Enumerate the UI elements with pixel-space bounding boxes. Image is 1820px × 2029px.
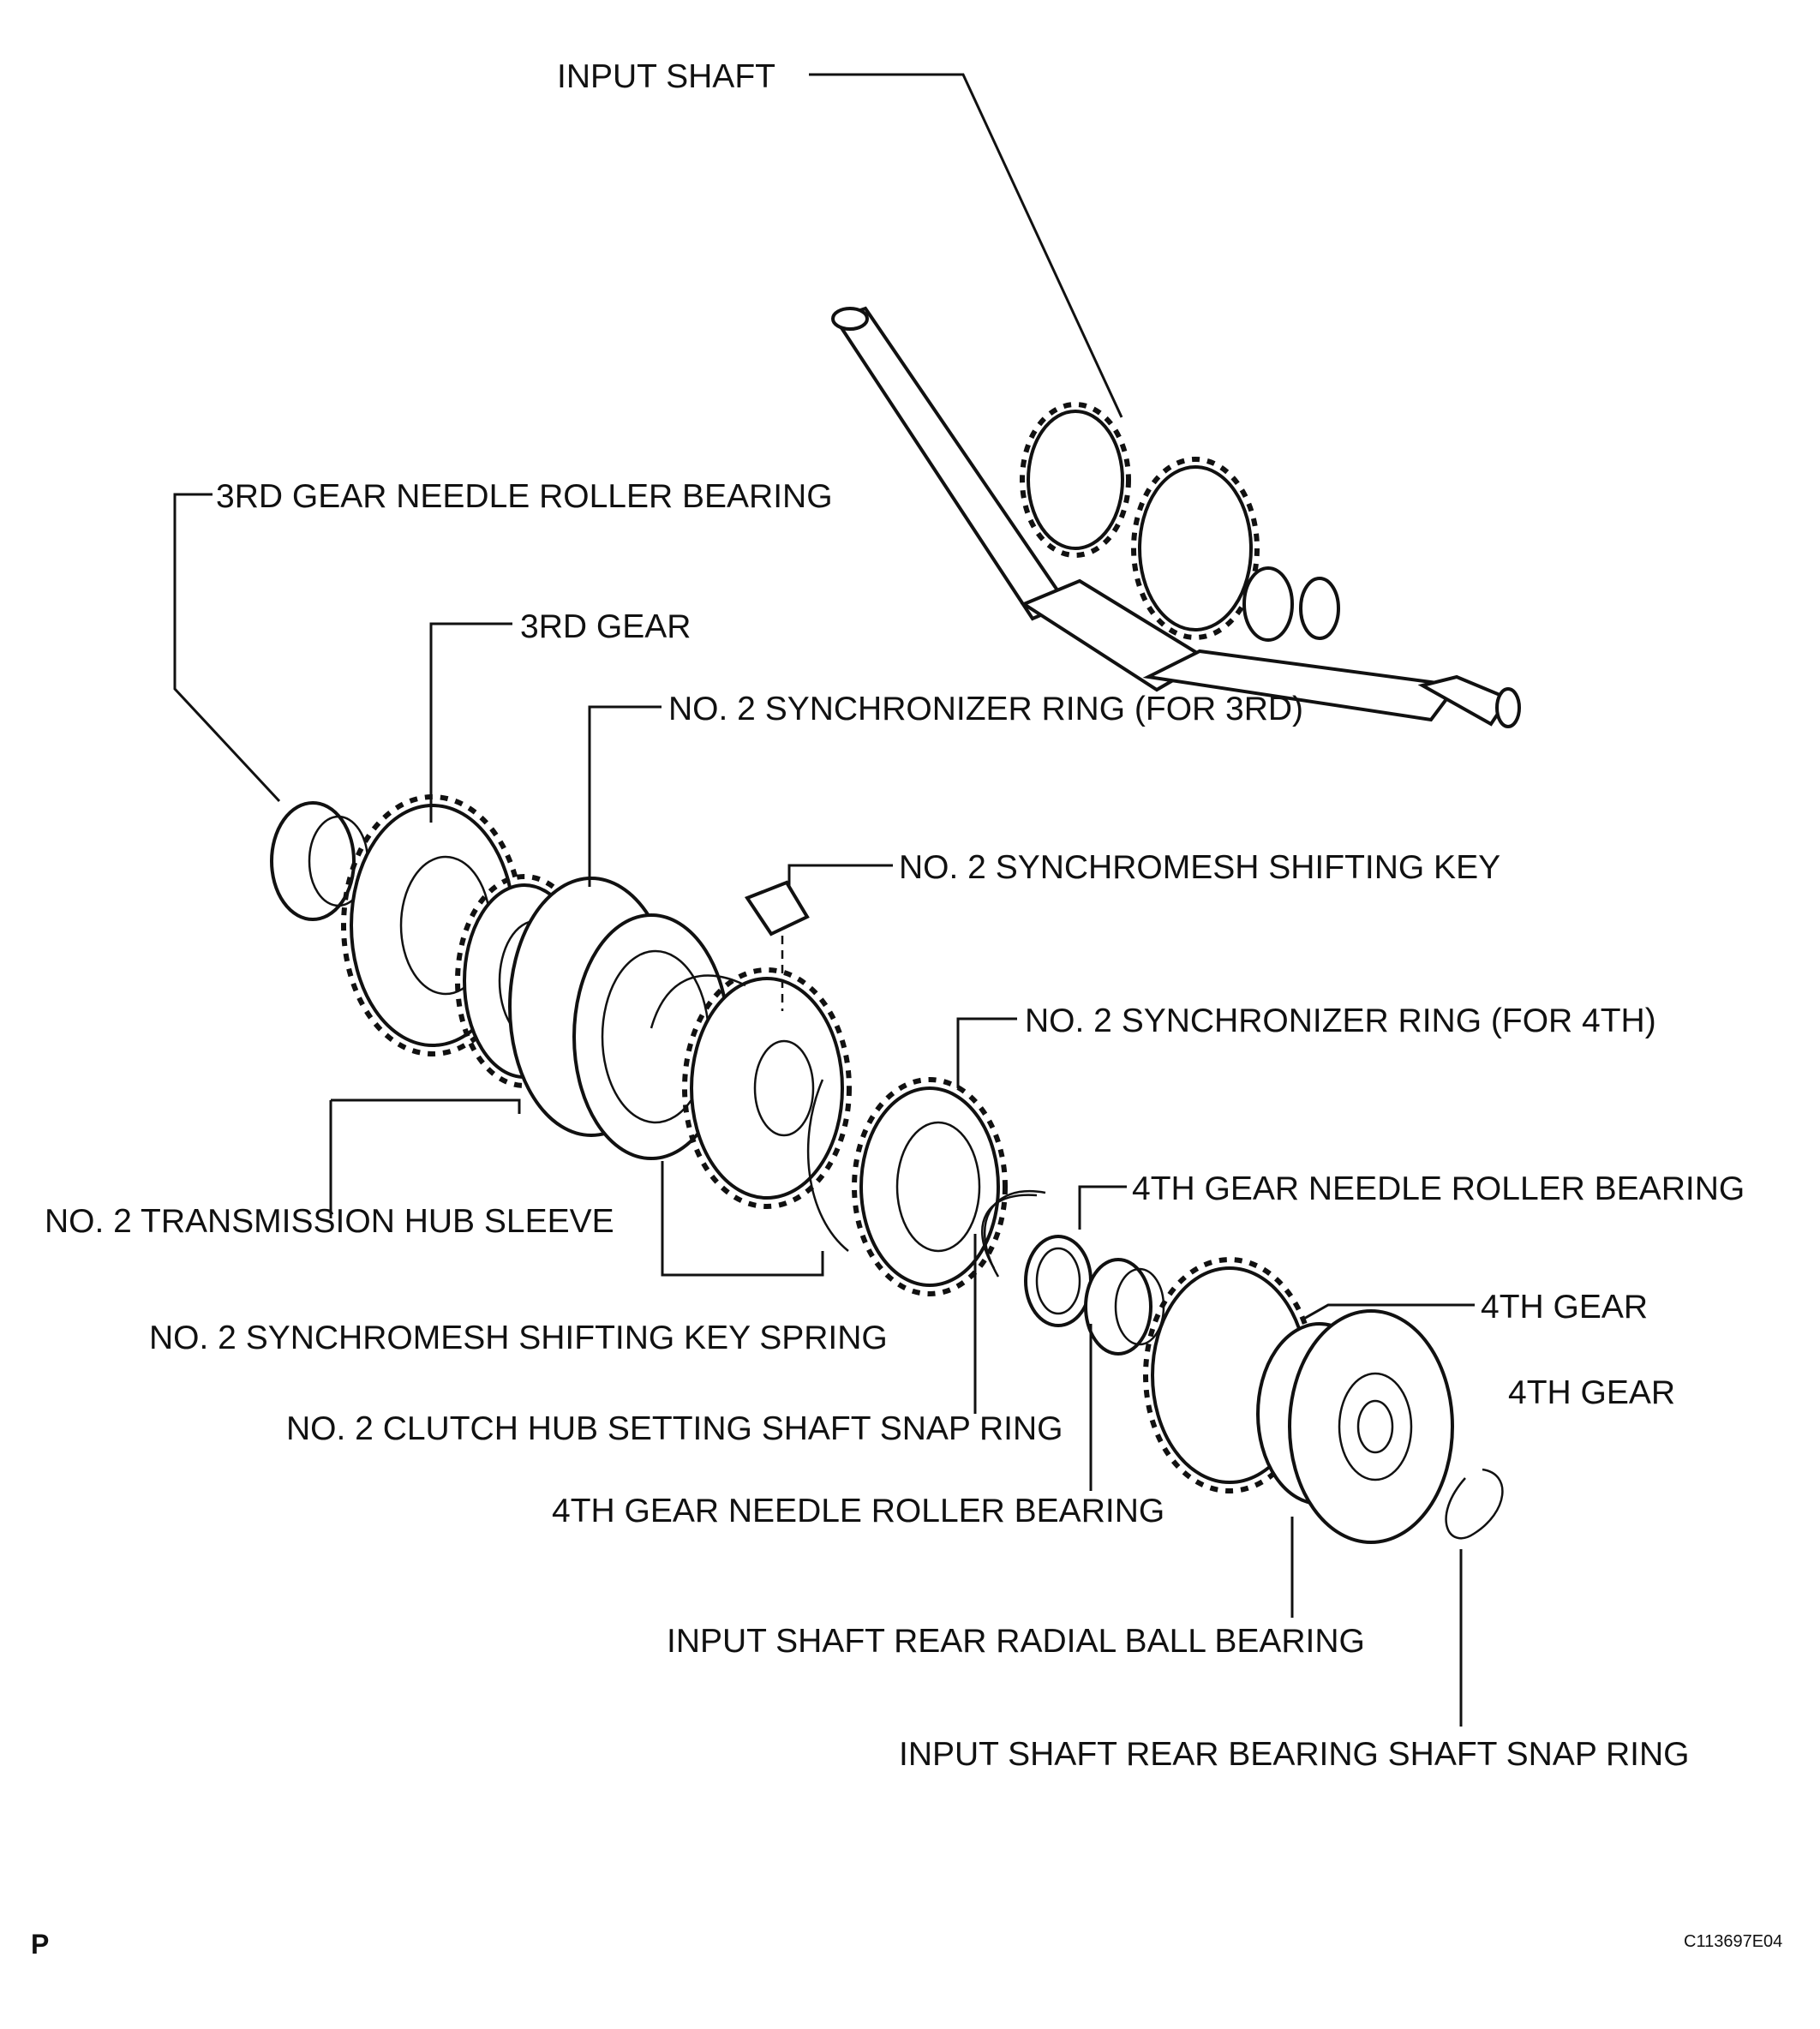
rear-bearing-snap-ring [1445,1468,1504,1540]
label-3rd-gear-needle-roller-bearing: 3RD GEAR NEEDLE ROLLER BEARING [216,478,833,515]
clutch-hub [682,967,852,1209]
shifting-key-spring [650,974,849,1252]
label-clutch-hub-setting-shaft-snap-ring: NO. 2 CLUTCH HUB SETTING SHAFT SNAP RING [286,1410,1063,1447]
leader-lines [173,73,1475,1727]
label-synchronizer-ring-4th: NO. 2 SYNCHRONIZER RING (FOR 4TH) [1025,1003,1656,1039]
label-synchromesh-shifting-key: NO. 2 SYNCHROMESH SHIFTING KEY [899,849,1500,886]
input-shaft [831,306,1521,728]
figure-code: C113697E04 [1684,1932,1782,1951]
label-input-shaft-rear-radial-ball-bearing: INPUT SHAFT REAR RADIAL BALL BEARING [667,1623,1365,1660]
clutch-hub-snap-ring [980,1190,1046,1278]
label-4th-gear-lower: 4TH GEAR [1508,1374,1675,1411]
label-4th-gear-upper: 4TH GEAR [1481,1289,1648,1326]
synchronizer-ring-4th [852,1077,1008,1296]
needle-roller-bearing-4th [1024,1235,1165,1356]
label-input-shaft: INPUT SHAFT [557,58,775,95]
transmission-hub-sleeve [508,877,730,1160]
third-gear-needle-roller-bearing [270,801,369,921]
callout-labels: INPUT SHAFT 3RD GEAR NEEDLE ROLLER BEARI… [45,58,1745,1773]
label-transmission-hub-sleeve: NO. 2 TRANSMISSION HUB SLEEVE [45,1203,614,1240]
label-input-shaft-rear-bearing-shaft-snap-ring: INPUT SHAFT REAR BEARING SHAFT SNAP RING [899,1736,1689,1773]
rear-radial-ball-bearing [1256,1309,1454,1544]
label-4th-gear-needle-roller-bearing-upper: 4TH GEAR NEEDLE ROLLER BEARING [1132,1170,1745,1207]
page-letter: P [31,1929,49,1960]
label-3rd-gear: 3RD GEAR [520,608,691,645]
label-4th-gear-needle-roller-bearing-lower: 4TH GEAR NEEDLE ROLLER BEARING [552,1493,1164,1529]
label-synchromesh-shifting-key-spring: NO. 2 SYNCHROMESH SHIFTING KEY SPRING [149,1320,888,1356]
shifting-key [744,880,810,1011]
label-synchronizer-ring-3rd: NO. 2 SYNCHRONIZER RING (FOR 3RD) [668,691,1303,727]
